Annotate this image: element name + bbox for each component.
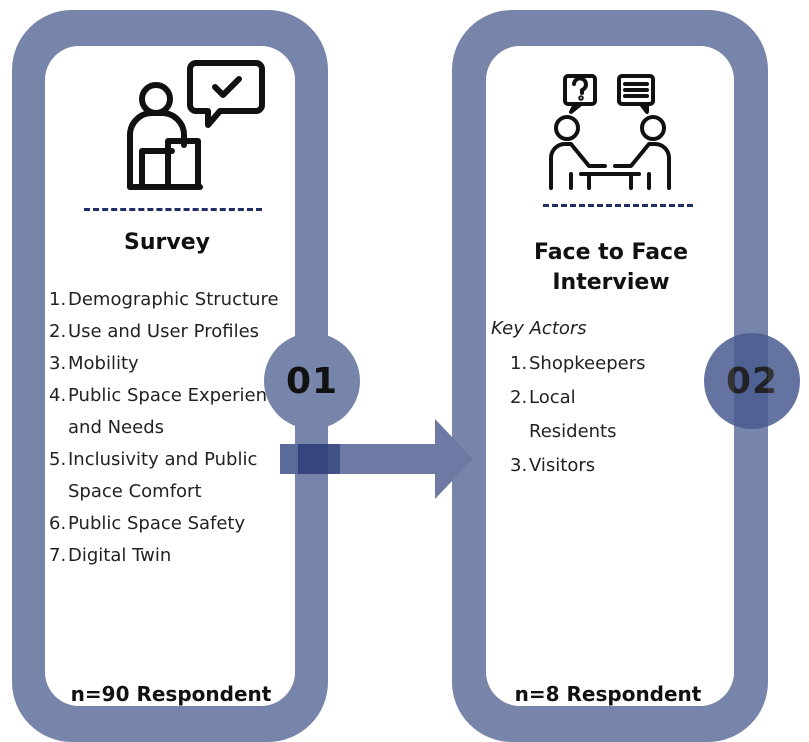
item-number: 1. <box>49 289 67 310</box>
item-number: 2. <box>49 321 67 342</box>
item-text: Inclusivity and Public Space Comfort <box>68 449 258 502</box>
survey-topic-list: 1.Demographic Structure 2.Use and User P… <box>49 284 299 572</box>
survey-respondent-count: n=90 Respondent <box>70 682 272 706</box>
survey-title: Survey <box>124 230 210 255</box>
survey-person-checkmark-icon <box>127 60 265 190</box>
list-item: 3.Visitors <box>510 449 690 483</box>
item-text: Visitors <box>529 455 596 476</box>
item-text: Local Residents <box>529 387 617 442</box>
item-text: Mobility <box>68 353 139 374</box>
item-text: Digital Twin <box>68 545 172 566</box>
interview-divider <box>543 204 693 207</box>
list-item: 7.Digital Twin <box>49 540 299 572</box>
interview-title: Face to Face Interview <box>533 240 689 295</box>
step-badge-02: 02 <box>704 333 800 429</box>
item-number: 2. <box>510 387 528 408</box>
item-number: 4. <box>49 385 67 406</box>
item-number: 1. <box>510 353 528 374</box>
list-item: 5.Inclusivity and Public Space Comfort <box>49 444 299 508</box>
item-number: 7. <box>49 545 67 566</box>
badge-number: 01 <box>285 360 339 402</box>
interview-actor-list: 1.Shopkeepers 2.Local Residents 3.Visito… <box>510 347 690 483</box>
survey-divider <box>84 208 262 211</box>
interview-respondent-count: n=8 Respondent <box>514 682 702 706</box>
list-item: 2.Local Residents <box>510 381 679 449</box>
badge-number: 02 <box>725 360 779 402</box>
item-text: Public Space Experience and Needs <box>68 385 288 438</box>
item-number: 6. <box>49 513 67 534</box>
item-number: 3. <box>510 455 528 476</box>
step-badge-01: 01 <box>264 333 360 429</box>
list-item: 1.Demographic Structure <box>49 284 299 316</box>
item-number: 5. <box>49 449 67 470</box>
list-item: 2.Use and User Profiles <box>49 316 299 348</box>
list-item: 6.Public Space Safety <box>49 508 299 540</box>
list-item: 1.Shopkeepers <box>510 347 690 381</box>
item-text: Public Space Safety <box>68 513 246 534</box>
interview-card-body <box>486 46 734 706</box>
right-arrow-icon <box>280 419 473 499</box>
list-item: 4.Public Space Experience and Needs <box>49 380 299 444</box>
item-text: Shopkeepers <box>529 353 646 374</box>
key-actors-label: Key Actors <box>491 318 587 339</box>
list-item: 3.Mobility <box>49 348 299 380</box>
item-number: 3. <box>49 353 67 374</box>
interview-two-people-table-icon <box>549 74 671 190</box>
item-text: Demographic Structure <box>68 289 279 310</box>
item-text: Use and User Profiles <box>68 321 260 342</box>
